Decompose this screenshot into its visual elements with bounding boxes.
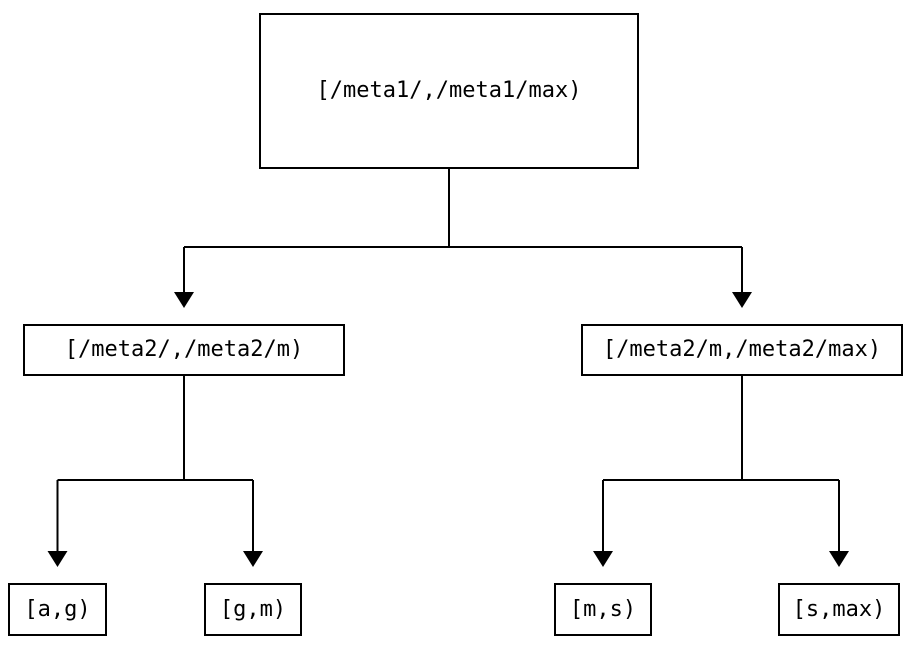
node-label: [/meta2/,/meta2/m) bbox=[64, 337, 304, 362]
node-leaf-s-max: [s,max) bbox=[778, 583, 900, 636]
node-right-mid-range: [/meta2/m,/meta2/max) bbox=[581, 324, 903, 376]
node-label: [a,g) bbox=[24, 596, 91, 622]
edge-rightmid-to-leaves bbox=[602, 376, 840, 551]
edge-leftmid-to-leaves bbox=[56, 376, 254, 551]
edge-root-to-children bbox=[183, 169, 743, 292]
node-leaf-g-m: [g,m) bbox=[204, 583, 302, 636]
arrowhead-leaf-m-s bbox=[593, 551, 613, 567]
node-label: [/meta1/,/meta1/max) bbox=[316, 78, 582, 103]
node-label: [s,max) bbox=[792, 596, 886, 622]
arrowhead-left-mid bbox=[174, 292, 194, 308]
arrowhead-leaf-g-m bbox=[243, 551, 263, 567]
node-root-range: [/meta1/,/meta1/max) bbox=[259, 13, 639, 169]
node-label: [g,m) bbox=[219, 596, 287, 622]
node-label: [m,s) bbox=[569, 596, 637, 622]
node-left-mid-range: [/meta2/,/meta2/m) bbox=[23, 324, 345, 376]
arrowhead-leaf-s-max bbox=[829, 551, 849, 567]
node-leaf-a-g: [a,g) bbox=[8, 583, 107, 636]
node-leaf-m-s: [m,s) bbox=[554, 583, 652, 636]
arrowhead-right-mid bbox=[732, 292, 752, 308]
arrowhead-leaf-a-g bbox=[47, 551, 68, 567]
node-label: [/meta2/m,/meta2/max) bbox=[602, 337, 882, 362]
